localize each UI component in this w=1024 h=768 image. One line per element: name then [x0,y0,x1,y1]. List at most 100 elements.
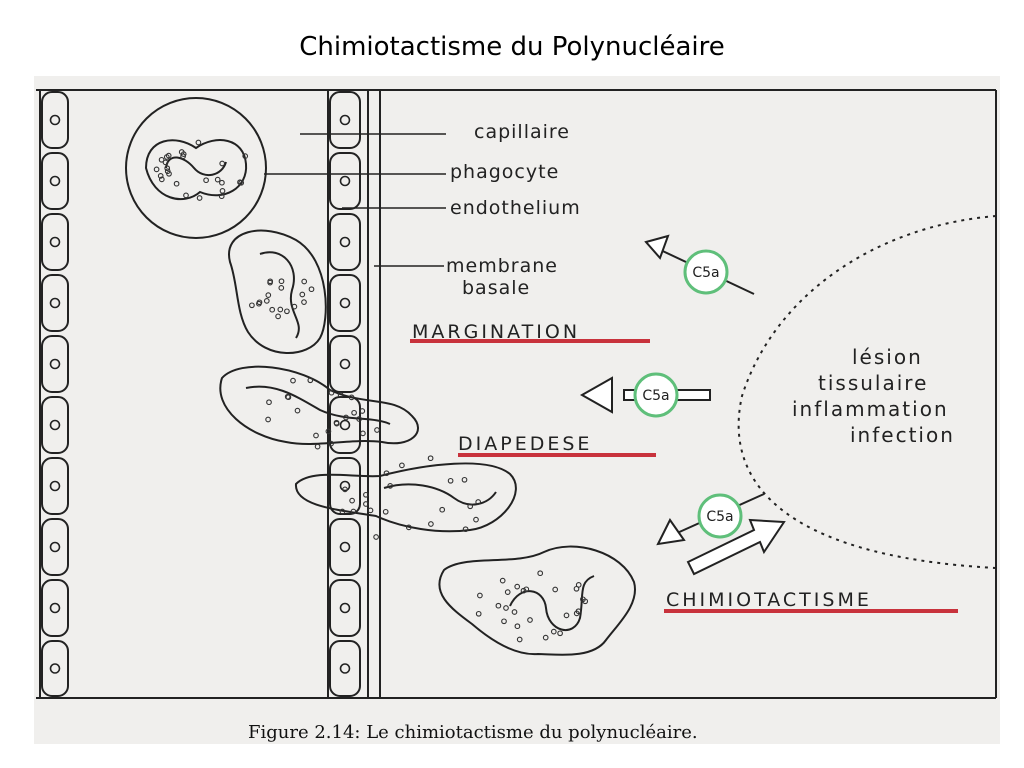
cell-nucleus [49,602,61,614]
endothelial-cell [329,335,361,393]
cell-nucleus [339,175,351,187]
cell-nucleus [49,358,61,370]
granule [348,394,355,401]
c5a-label-2: C5a [642,388,669,404]
granule [308,286,315,293]
granule [374,427,380,433]
label-capillaire: capillaire [474,121,570,143]
cell-nucleus [339,358,351,370]
cell-nucleus [339,114,351,126]
granule [164,168,171,175]
stage-chimiotactisme: CHIMIOTACTISME [666,589,872,611]
granule [550,628,557,635]
granule [265,416,271,423]
figure: capillaire phagocyte endothelium membran… [34,76,1000,744]
granule [178,149,185,155]
granule [291,303,298,310]
c5a-label-3: C5a [706,509,733,525]
granule [495,602,502,609]
lesion-text-2: tissulaire [818,371,928,395]
phagocyte-cell-2 [228,229,327,354]
granule [405,524,412,531]
granule [527,617,533,623]
vessel-walls [36,89,997,699]
cell-granules [153,139,589,643]
granule [351,409,357,416]
granule [238,179,245,186]
phagocyte-cell-4 [294,462,517,533]
cell-nucleus [339,541,351,553]
granule [516,636,523,643]
granule [580,596,586,603]
granule [447,477,454,484]
granule [382,508,389,515]
cell-nucleus [339,419,351,431]
granule [325,428,332,435]
granule [249,302,255,309]
granule [203,177,209,184]
phagocyte-cell-5 [438,545,637,656]
granule [266,399,272,406]
granule [503,605,509,611]
granule [269,306,276,313]
granule [504,589,511,595]
endothelial-cell [41,213,69,271]
endothelial-cell [41,274,69,332]
cell-nucleus [49,175,61,187]
granule [387,483,394,489]
lesion-boundary [737,215,997,569]
granule [523,586,530,593]
stage-diapedese: DIAPEDESE [458,433,592,455]
granule [219,179,225,186]
granule [439,506,446,513]
endothelial-cell [41,152,69,210]
granule [473,516,479,523]
granule [256,299,263,306]
granule [342,486,348,493]
granule [265,292,272,298]
endothelial-cell [329,213,361,271]
granule [183,192,189,199]
c5a-marker-1: C5a [644,234,755,295]
granule [514,623,521,630]
endothelial-cell [329,579,361,637]
granule [158,156,165,163]
c5a-marker-2: C5a [579,372,711,418]
cell-nucleus [49,419,61,431]
granule [373,534,379,540]
granule [290,377,296,384]
endothelial-cell [41,396,69,454]
endothelial-cell [41,335,69,393]
underline-chimiotactisme [664,609,958,613]
cell-nucleus [49,480,61,492]
endothelial-cell [329,274,361,332]
granule [307,377,314,384]
granule [173,180,180,187]
granule [573,585,580,592]
granule [343,414,349,421]
granule [153,166,160,173]
granule [511,609,518,615]
endothelial-cells-right [329,91,361,697]
endothelial-cell [329,518,361,576]
granule [328,389,335,396]
endothelial-cell [41,579,69,637]
granule [157,173,164,179]
granule [475,499,482,505]
granule [277,306,284,313]
granule [162,159,169,166]
cell-nucleus [49,236,61,248]
granule [542,634,549,641]
phagocyte-cell-1 [125,97,267,239]
granule [337,392,344,398]
granule [301,278,308,285]
endothelial-cell [41,640,69,697]
granule [301,299,307,305]
granule [462,526,469,533]
granule [499,577,506,584]
granule [275,313,281,320]
granule [294,407,301,414]
cell-nucleus [49,297,61,309]
endothelial-cell [41,457,69,515]
granule [328,440,334,447]
